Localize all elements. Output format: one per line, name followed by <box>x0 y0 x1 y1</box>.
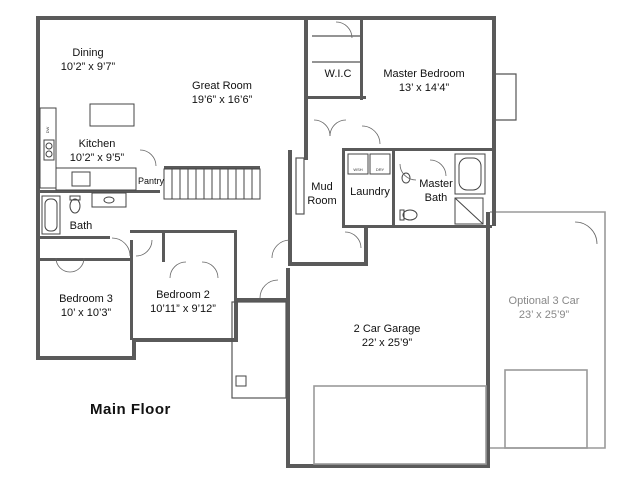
master-tub <box>454 153 486 195</box>
bedroom-3-name: Bedroom 3 <box>59 293 113 305</box>
kitchen-dims: 10’2” x 9’5” <box>70 152 125 164</box>
interior-walls <box>40 20 492 340</box>
master-bath-name: Master <box>419 178 453 190</box>
great-room-name: Great Room <box>192 80 252 92</box>
master-bedroom-name: Master Bedroom <box>383 68 464 80</box>
exterior-walls <box>36 16 517 468</box>
master-bedroom-dims: 13’ x 14’4” <box>399 82 450 94</box>
staircase <box>163 168 261 200</box>
laundry-label: Laundry <box>350 186 390 198</box>
optional-garage-name: Optional 3 Car <box>509 295 580 307</box>
dining-dims: 10’2” x 9’7” <box>61 61 116 73</box>
dryer <box>369 153 391 175</box>
kitchen-island <box>89 103 135 127</box>
bedroom-3-dims: 10’ x 10’3” <box>61 307 112 319</box>
dishwasher-label: DW <box>45 126 50 133</box>
washer <box>347 153 369 175</box>
pantry-label: Pantry <box>138 176 165 186</box>
wic-label: W.I.C <box>325 68 352 80</box>
dining-name: Dining <box>72 47 103 59</box>
dryer-label: DRY <box>376 167 385 172</box>
bath-label: Bath <box>70 220 93 232</box>
great-room-dims: 19’6” x 16’6” <box>192 94 253 106</box>
fixtures <box>39 103 487 465</box>
bath-toilet <box>69 198 81 214</box>
shower <box>454 197 484 225</box>
garage-dims: 22’ x 25’9” <box>362 337 413 349</box>
garage-name: 2 Car Garage <box>354 323 421 335</box>
bath-tub <box>41 195 61 235</box>
washer-label: WSH <box>353 167 362 172</box>
optional-garage-dims: 23’ x 25’9” <box>519 309 570 321</box>
garage-door <box>313 385 487 465</box>
mud-room-name: Mud <box>311 181 332 193</box>
kitchen-name: Kitchen <box>79 138 116 150</box>
optional-garage-outline <box>488 211 606 449</box>
master-bath-name-2: Bath <box>425 192 448 204</box>
bedroom-2-dims: 10’11” x 9’12” <box>150 303 216 315</box>
mud-room-name-2: Room <box>307 195 336 207</box>
plan-title: Main Floor <box>90 401 171 418</box>
bedroom-2-name: Bedroom 2 <box>156 289 210 301</box>
door-swings <box>55 21 447 299</box>
room-labels: Dining 10’2” x 9’7” Great Room 19’6” x 1… <box>45 47 580 418</box>
